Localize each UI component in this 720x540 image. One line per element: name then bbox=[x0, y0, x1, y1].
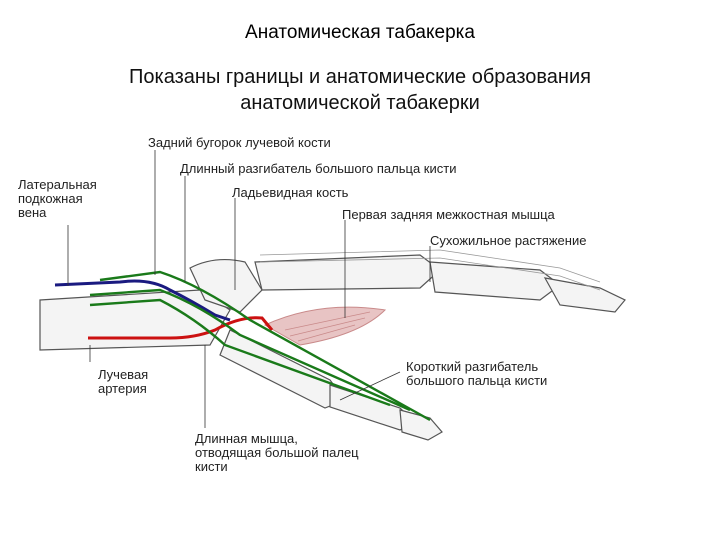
label-apl: Длинная мышца, отводящая большой палец к… bbox=[195, 432, 359, 474]
label-epl: Длинный разгибатель большого пальца кист… bbox=[180, 162, 456, 176]
label-radial-artery: Лучевая артерия bbox=[98, 368, 148, 396]
label-extensor-expansion: Сухожильное растяжение bbox=[430, 234, 586, 248]
index-distal bbox=[545, 278, 625, 312]
label-posterior-tubercle: Задний бугорок лучевой кости bbox=[148, 136, 331, 150]
forearm-bone bbox=[40, 290, 230, 350]
label-scaphoid: Ладьевидная кость bbox=[232, 186, 348, 200]
label-first-dorsal-interosseous: Первая задняя межкостная мышца bbox=[342, 208, 555, 222]
bones bbox=[40, 255, 625, 440]
index-phalanx bbox=[430, 262, 560, 300]
label-cephalic-vein: Латеральная подкожная вена bbox=[18, 178, 97, 220]
label-epb: Короткий разгибатель большого пальца кис… bbox=[406, 360, 547, 388]
thumb-metacarpal bbox=[220, 330, 345, 408]
